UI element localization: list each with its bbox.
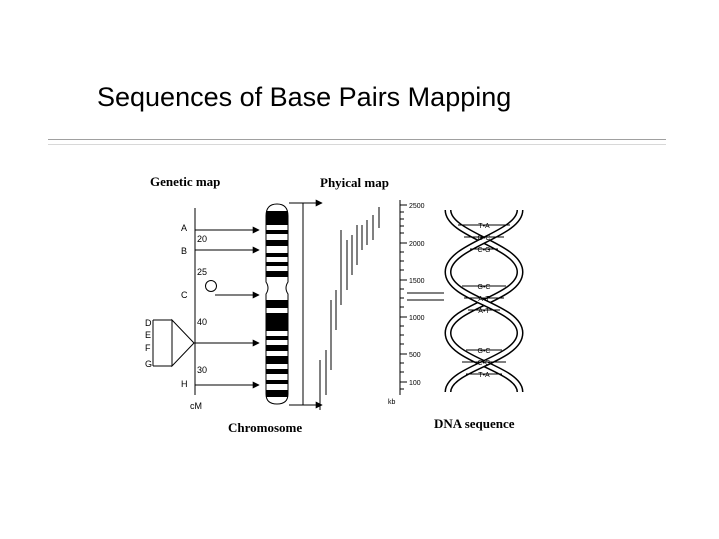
- locus-label-b: B: [181, 246, 187, 256]
- genetic-map-unit: cM: [190, 401, 202, 411]
- dna-connector: [407, 292, 444, 301]
- base-pair-2: G•C: [478, 235, 491, 242]
- distance-label-20: 20: [197, 234, 207, 244]
- locus-label-c: C: [181, 290, 188, 300]
- locus-label-g: G: [145, 359, 152, 369]
- distance-label-40: 40: [197, 317, 207, 327]
- locus-label-d: D: [145, 318, 152, 328]
- base-pair-8: C•G: [478, 360, 491, 367]
- locus-label-f: F: [145, 343, 151, 353]
- base-pair-5: A•T: [478, 296, 490, 303]
- dna-double-helix: [444, 209, 524, 393]
- base-pair-3: C•G: [478, 247, 491, 254]
- base-pair-7: G•C: [478, 348, 491, 355]
- scale-label-2000: 2000: [409, 241, 425, 248]
- base-pair-4: G•C: [478, 284, 491, 291]
- locus-label-e: E: [145, 330, 151, 340]
- scale-label-2500: 2500: [409, 203, 425, 210]
- dna-sequence-heading: DNA sequence: [434, 416, 515, 431]
- physical-map-bracket: [289, 199, 323, 409]
- physical-map-scale: 2500 2000 1500 1000 500 100 kb: [388, 200, 425, 406]
- scale-label-500: 500: [409, 352, 421, 359]
- physical-map-clones: [319, 207, 380, 410]
- scale-label-1000: 1000: [409, 315, 425, 322]
- genetic-map-heading: Genetic map: [150, 174, 220, 189]
- locus-marker-circle: [205, 280, 217, 292]
- physical-map-unit: kb: [388, 399, 396, 406]
- locus-label-a: A: [181, 223, 187, 233]
- scale-label-1500: 1500: [409, 278, 425, 285]
- base-pair-9: T•A: [478, 372, 490, 379]
- chromosome-heading: Chromosome: [228, 420, 302, 435]
- title-divider: [48, 139, 666, 145]
- slide-title: Sequences of Base Pairs Mapping: [97, 82, 512, 112]
- distance-label-25: 25: [197, 267, 207, 277]
- physical-map-heading: Phyical map: [320, 175, 389, 190]
- locus-cluster-bracket: [152, 318, 195, 368]
- base-pair-6: A•T: [478, 308, 490, 315]
- base-pair-1: T•A: [478, 223, 490, 230]
- scale-label-100: 100: [409, 380, 421, 387]
- locus-arrows: [194, 226, 260, 389]
- distance-label-30: 30: [197, 365, 207, 375]
- locus-label-h: H: [181, 379, 188, 389]
- chromosome-ideogram: [265, 203, 289, 405]
